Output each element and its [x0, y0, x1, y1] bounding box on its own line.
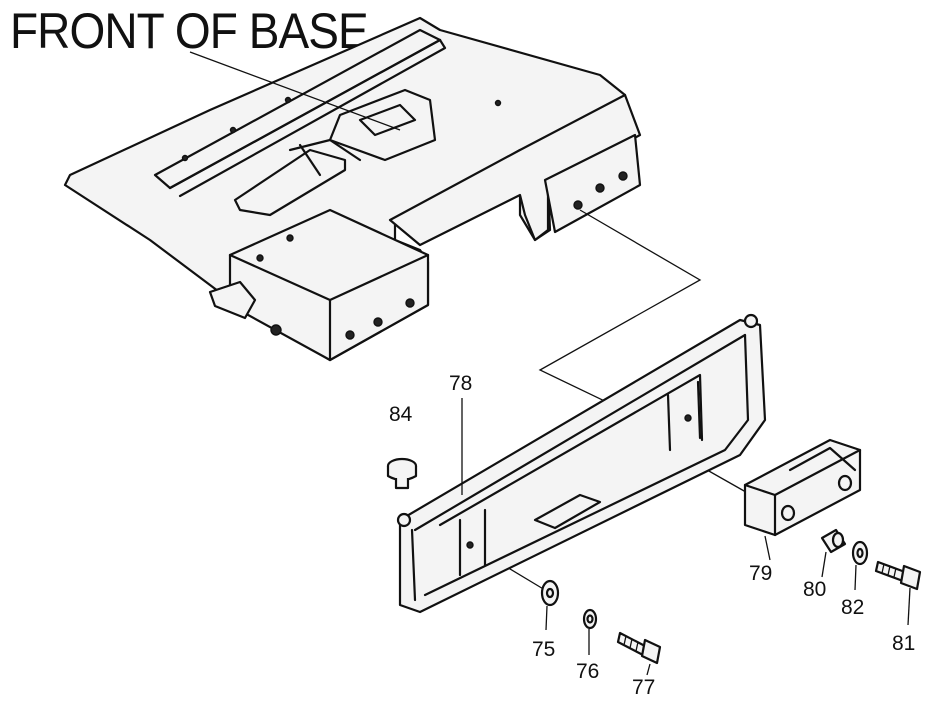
callout-78: 78 [449, 372, 473, 395]
callout-79: 79 [749, 562, 773, 585]
washer-part-75 [540, 579, 560, 607]
diagram-title: FRONT OF BASE [10, 3, 369, 59]
leader-80 [821, 551, 827, 578]
leader-77 [646, 663, 651, 676]
bolt-part-81 [874, 560, 922, 591]
callout-82: 82 [841, 596, 865, 619]
callout-75: 75 [532, 638, 556, 661]
lock-washer-part-76 [582, 608, 598, 630]
leader-79 [764, 535, 771, 561]
title-leader-line [189, 51, 401, 131]
callout-77: 77 [632, 676, 656, 699]
base-frame [63, 16, 642, 362]
cap-part-84 [386, 457, 418, 490]
spacer-part-80 [820, 528, 847, 554]
callout-84: 84 [389, 403, 413, 426]
callout-80: 80 [803, 578, 827, 601]
leader-81 [907, 587, 911, 626]
callout-76: 76 [576, 660, 600, 683]
bolt-part-77 [616, 631, 662, 665]
callout-81: 81 [892, 632, 916, 655]
leader-82 [854, 564, 857, 591]
bracket-block-79 [743, 438, 862, 537]
bumper-frame-78 [396, 313, 767, 614]
leader-75 [545, 605, 548, 631]
washer-part-82 [851, 540, 869, 566]
